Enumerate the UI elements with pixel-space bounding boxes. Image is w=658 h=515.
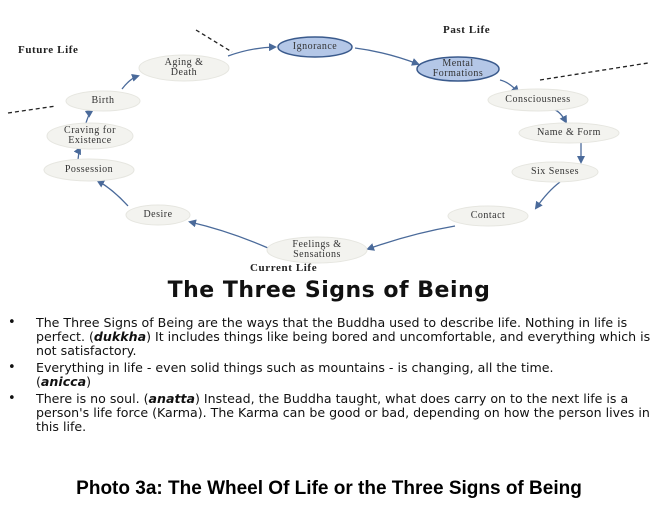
stage-label-line: Sensations	[293, 249, 341, 260]
stage-label-consciousness: Consciousness	[505, 95, 570, 105]
stage-label-line: Name & Form	[537, 127, 601, 138]
stage-node-six-senses	[511, 161, 599, 183]
stage-label-possession: Possession	[65, 165, 113, 175]
stage-node-ignorance	[277, 36, 353, 58]
bullet-text: ) Instead, the Buddha taught, what does …	[36, 391, 650, 434]
bullet-list: • The Three Signs of Being are the ways t…	[8, 316, 654, 437]
page-title: The Three Signs of Being	[167, 278, 491, 303]
stage-node-birth	[65, 90, 141, 112]
stage-label-line: Possession	[64, 164, 114, 175]
past-life-label: Past Life	[443, 24, 491, 36]
current-life-label: Current Life	[250, 262, 318, 274]
stage-node-mental-formations	[416, 56, 500, 82]
stage-label-contact: Contact	[471, 211, 506, 221]
stage-label-line: Existence	[68, 135, 112, 146]
stage-label-line: Ignorance	[292, 41, 338, 52]
arrow-feelings-to-desire	[188, 219, 269, 249]
stage-label-aging-death: Aging &Death	[165, 58, 204, 78]
bullet-item: • There is no soul. (anatta) Instead, the…	[8, 392, 654, 434]
bullet-text: ) It includes things like being bored an…	[36, 329, 651, 358]
stage-label-line: Contact	[470, 210, 506, 221]
stage-label-line: Craving for	[64, 125, 116, 136]
divider-left	[7, 105, 57, 114]
bullet-dot-icon: •	[8, 391, 16, 406]
stage-label-ignorance: Ignorance	[293, 42, 337, 52]
divider-top-left	[195, 29, 233, 53]
photo-caption: Photo 3a: The Wheel Of Life or the Three…	[76, 478, 582, 499]
stage-node-consciousness	[487, 88, 589, 112]
pali-term: anicca	[40, 374, 87, 389]
stage-label-birth: Birth	[91, 96, 114, 106]
stage-label-feelings-sensations: Feelings &Sensations	[292, 240, 341, 260]
wheel-of-life-diagram	[7, 29, 649, 264]
bullet-item: • The Three Signs of Being are the ways t…	[8, 316, 654, 358]
stage-node-desire	[125, 204, 191, 226]
bullet-text: The Three Signs of Being are the ways th…	[36, 315, 628, 344]
arrow-contact-to-feelings	[366, 225, 456, 251]
future-life-label: Future Life	[18, 44, 79, 56]
stage-label-line: Mental	[442, 58, 474, 69]
arrow-six-senses-to-contact	[534, 181, 561, 210]
arrow-birth-to-aging	[121, 73, 140, 90]
arrow-craving-to-birth	[84, 109, 94, 124]
pali-term: anatta	[148, 391, 196, 406]
stage-node-craving-for-existence	[46, 122, 134, 150]
bullet-text: )	[86, 374, 92, 389]
bullet-text: Everything in life - even solid things s…	[36, 360, 554, 375]
stage-label-line: Desire	[143, 209, 173, 220]
divider-right	[539, 62, 649, 81]
stage-node-possession	[43, 158, 135, 182]
stage-label-line: Formations	[432, 68, 484, 79]
bullet-text: There is no soul. (	[36, 391, 149, 406]
stage-label-line: Consciousness	[505, 94, 571, 105]
bullet-text: (	[36, 374, 41, 389]
stage-label-line: Feelings &	[292, 239, 342, 250]
bullet-dot-icon: •	[8, 360, 16, 375]
stage-label-line: Birth	[91, 95, 115, 106]
arrow-aging-to-ignorance	[227, 43, 277, 57]
arrow-consciousness-to-name-form	[554, 109, 567, 124]
stage-node-aging-death	[138, 54, 230, 82]
pali-term: dukkha	[93, 329, 147, 344]
stage-label-line: Death	[170, 67, 198, 78]
stage-label-line: Aging &	[164, 57, 204, 68]
bullet-dot-icon: •	[8, 315, 16, 330]
arrow-possession-to-craving	[73, 146, 81, 161]
stage-label-six-senses: Six Senses	[531, 167, 579, 177]
stage-node-feelings-sensations	[266, 236, 368, 264]
bullet-item: • Everything in life - even solid things …	[8, 361, 654, 389]
arrow-desire-to-possession	[96, 180, 129, 207]
stage-label-desire: Desire	[143, 210, 172, 220]
stage-label-name-form: Name & Form	[537, 128, 601, 138]
stage-node-name-form	[518, 122, 620, 144]
arrow-ignorance-to-mental-formations	[354, 47, 420, 66]
stage-node-contact	[447, 205, 529, 227]
stage-label-line: Six Senses	[530, 166, 580, 177]
